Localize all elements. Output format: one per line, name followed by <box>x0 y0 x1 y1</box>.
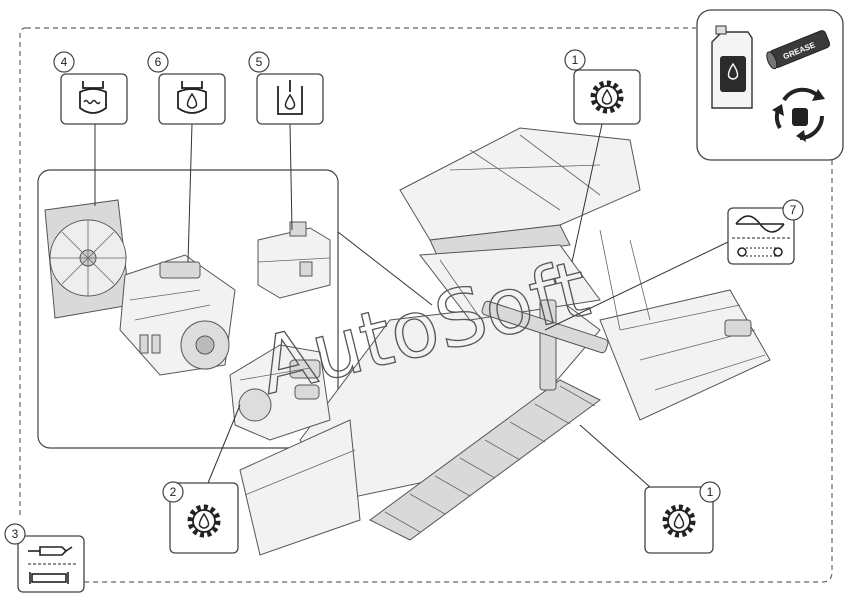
hydraulic-tank-icon <box>277 80 303 115</box>
asphalt-paver-illustration <box>239 127 771 556</box>
callout-1-bottom-number: 1 <box>707 485 714 499</box>
callout-4-number: 4 <box>61 55 68 69</box>
hydraulic-tank-illustration <box>257 221 331 299</box>
callout-4: 4 <box>53 51 128 125</box>
callout-1-top-number: 1 <box>572 53 579 67</box>
callout-5-number: 5 <box>256 55 263 69</box>
radiator-illustration <box>44 199 131 319</box>
engine-illustration <box>119 254 236 376</box>
gear-oil-icon <box>590 80 624 114</box>
machine-outline-frame <box>19 27 833 583</box>
callout-3-number: 3 <box>12 527 19 541</box>
leader-lines <box>94 123 729 488</box>
supplies-panel: GREASE <box>696 9 844 161</box>
track-links <box>384 385 596 533</box>
replacement-cycle-icon <box>772 87 825 142</box>
pump-gearbox-illustration <box>229 344 331 441</box>
callout-1-top: 1 <box>564 49 641 125</box>
callout-5: 5 <box>248 51 324 125</box>
gear-oil-icon <box>662 504 696 538</box>
callout-2-number: 2 <box>170 485 177 499</box>
coolant-reservoir-icon <box>79 81 107 114</box>
oil-canister-icon <box>711 25 753 109</box>
callout-6-number: 6 <box>155 55 162 69</box>
gear-oil-icon <box>187 504 221 538</box>
engine-oil-icon <box>177 81 207 114</box>
callout-2: 2 <box>162 481 239 554</box>
drive-belt-icon <box>732 215 790 257</box>
grease-fittings-icon <box>28 546 76 584</box>
callout-1-bottom: 1 <box>644 481 721 554</box>
callout-3: 3 <box>4 523 85 593</box>
callout-7-number: 7 <box>790 203 797 217</box>
callout-6: 6 <box>147 51 226 125</box>
callout-7: 7 <box>727 199 804 265</box>
